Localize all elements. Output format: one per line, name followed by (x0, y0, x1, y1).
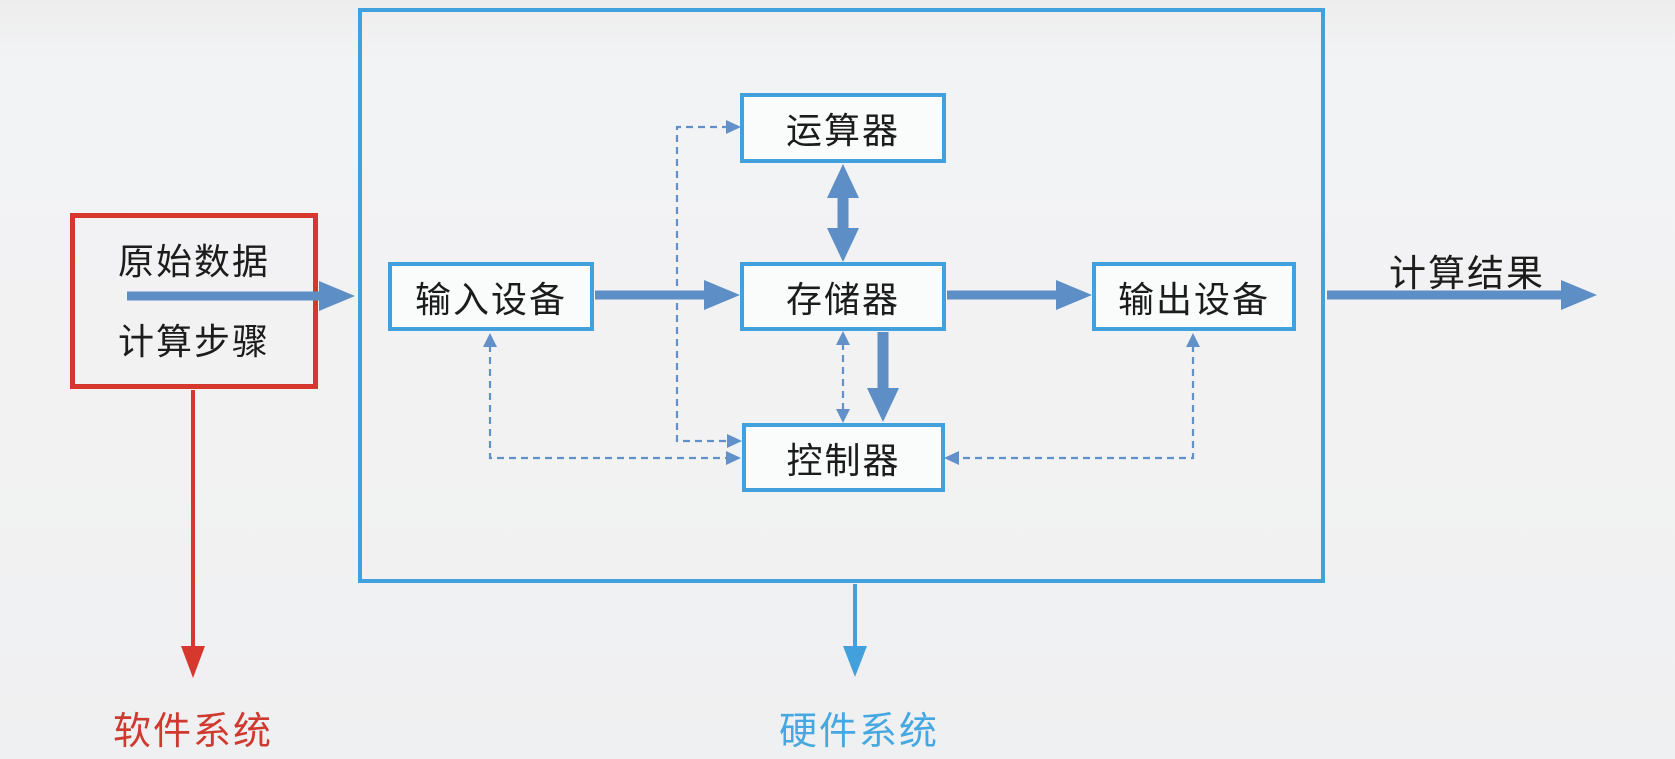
arrowhead-icon (827, 228, 859, 262)
arrowhead-icon (319, 281, 355, 311)
arrowhead-icon (1186, 333, 1200, 347)
node-alu: 运算器 (740, 93, 946, 163)
node-memory: 存储器 (740, 262, 946, 331)
node-memory-label: 存储器 (785, 279, 900, 321)
hardware-system-label: 硬件系统 (779, 709, 940, 753)
edge-controller-alu-dashed (675, 120, 742, 448)
arrowhead-icon (944, 451, 959, 465)
arrowhead-icon (836, 409, 850, 423)
arrowhead-icon (704, 280, 740, 310)
arrowhead-icon (726, 451, 741, 465)
node-controller: 控制器 (742, 423, 945, 492)
arrowhead-icon (1056, 280, 1092, 310)
software-box-line1: 原始数据 (117, 242, 270, 283)
edge-memory-controller-dashed (836, 331, 850, 423)
arrowhead-icon (843, 646, 867, 677)
arrow-software-system (181, 390, 205, 678)
arrow-hardware-system (843, 584, 867, 677)
arrowhead-icon (727, 434, 742, 448)
edge-line (488, 345, 728, 460)
arrowhead-icon (181, 646, 205, 678)
edge-controller-input-dashed (483, 333, 741, 465)
arrowhead-icon (726, 120, 741, 134)
arrowhead-icon (827, 164, 859, 198)
node-input-device: 输入设备 (388, 262, 594, 331)
software-system-label: 软件系统 (113, 709, 274, 753)
edge-controller-output-dashed (944, 333, 1200, 465)
arrowhead-icon (867, 388, 899, 422)
node-output-device-label: 输出设备 (1117, 279, 1270, 321)
result-label: 计算结果 (1389, 252, 1545, 295)
arrowhead-icon (836, 331, 850, 345)
node-alu-label: 运算器 (785, 111, 900, 152)
node-input-device-label: 输入设备 (414, 279, 567, 321)
edge-memory-controller-solid (867, 332, 899, 422)
edge-alu-memory-bidirectional (827, 164, 859, 262)
edge-frame-to-result (1327, 280, 1597, 310)
node-output-device: 输出设备 (1092, 262, 1296, 331)
arrowhead-icon (483, 333, 497, 347)
software-box: 原始数据 计算步骤 (70, 213, 318, 389)
hardware-frame (358, 8, 1325, 583)
edge-input-memory (595, 280, 740, 310)
software-box-line2: 计算步骤 (117, 322, 270, 363)
edge-memory-output (947, 280, 1092, 310)
arrowhead-icon (1561, 280, 1597, 310)
edge-software-to-frame (127, 281, 355, 311)
edge-line (675, 125, 730, 443)
edge-line (957, 345, 1195, 460)
node-controller-label: 控制器 (786, 440, 901, 482)
